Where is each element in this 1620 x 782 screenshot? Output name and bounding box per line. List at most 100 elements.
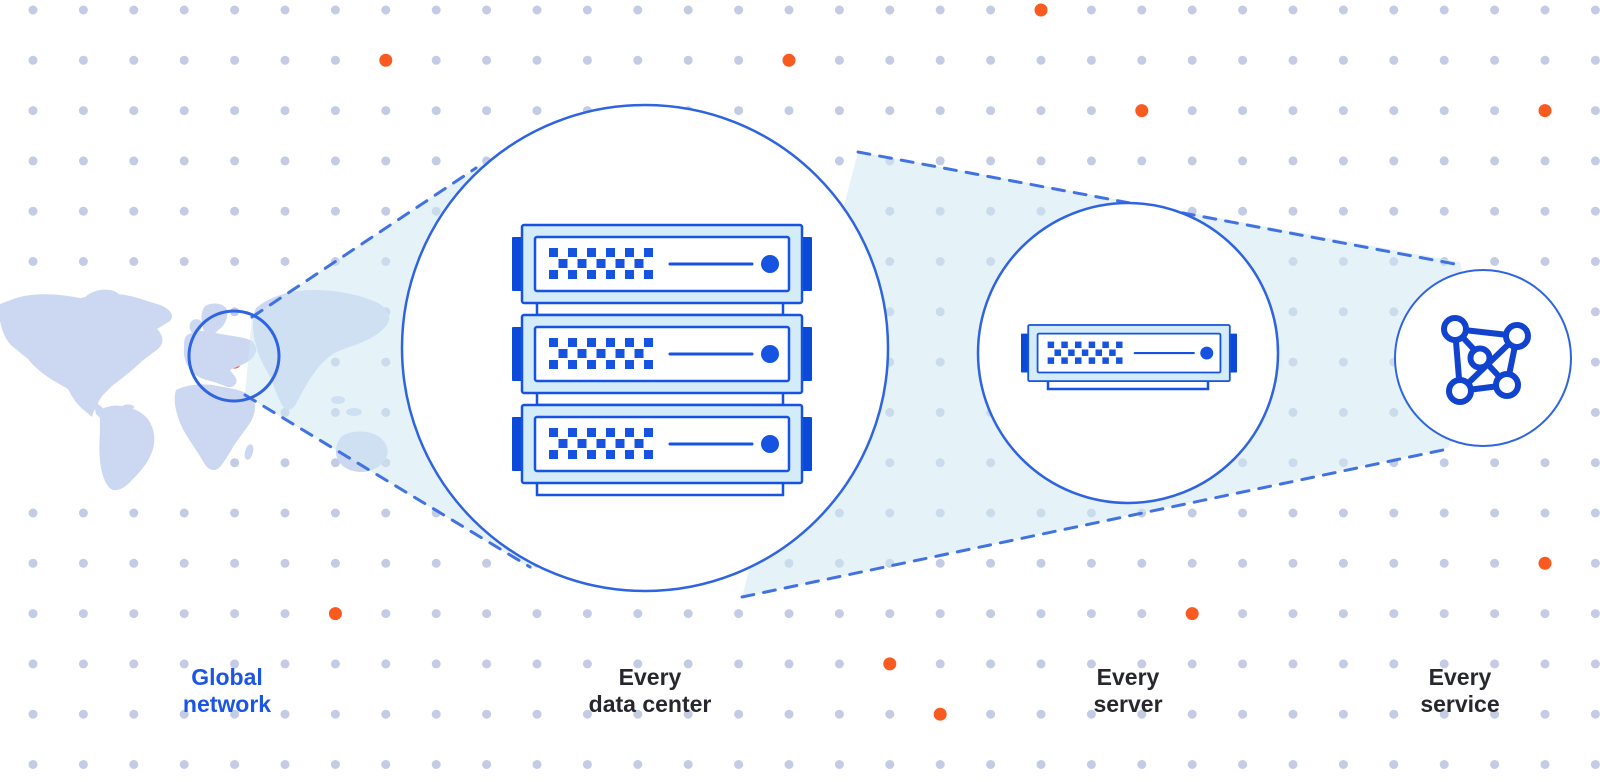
grid-dot (734, 106, 744, 116)
grid-dot (280, 709, 290, 719)
grid-dot (1540, 760, 1550, 769)
grid-dot (129, 760, 139, 769)
grid-dot (1288, 558, 1298, 568)
grid-dot (1490, 156, 1500, 166)
grid-dot (280, 206, 290, 216)
grid-dot (1389, 760, 1399, 769)
grid-dot (1137, 5, 1147, 15)
grid-dot (78, 508, 88, 518)
grid-dot (1439, 206, 1449, 216)
grid-dot (1590, 206, 1600, 216)
grid-dot (935, 558, 945, 568)
grid-dot (885, 609, 895, 619)
grid-dot (1187, 156, 1197, 166)
grid-dot (1439, 508, 1449, 518)
grid-dot (784, 5, 794, 15)
mesh-node-center (1467, 345, 1493, 371)
grid-dot (1238, 106, 1248, 116)
grid-dot (482, 558, 492, 568)
grid-dot (78, 609, 88, 619)
grid-dot (1338, 156, 1348, 166)
grid-dot (129, 106, 139, 116)
grid-dot (78, 55, 88, 65)
grid-dot (381, 659, 391, 669)
label-global-network: Global network (97, 664, 357, 718)
grid-dot (230, 156, 240, 166)
madagascar (244, 444, 254, 460)
grid-dot (1338, 659, 1348, 669)
grid-dot (1086, 5, 1096, 15)
grid-dot (179, 558, 189, 568)
grid-dot (28, 709, 38, 719)
server-icon (1019, 323, 1239, 391)
grid-dot (885, 709, 895, 719)
grid-dot (1439, 558, 1449, 568)
grid-dot (1590, 558, 1600, 568)
grid-dot (986, 760, 996, 769)
grid-dot (280, 106, 290, 116)
grid-dot (1490, 257, 1500, 266)
grid-dot (885, 55, 895, 65)
grid-dot (633, 760, 643, 769)
dashed-line-lower-left (243, 393, 532, 569)
grid-dot (834, 106, 844, 116)
grid-dot (1490, 558, 1500, 568)
orange-dot (328, 607, 342, 621)
grid-dot (28, 206, 38, 216)
grid-dot (633, 659, 643, 669)
grid-dot (179, 106, 189, 116)
greenland (81, 289, 121, 316)
orange-dot (1538, 556, 1552, 570)
label-every-data-center: Every data center (520, 664, 780, 718)
label-line: service (1420, 691, 1500, 717)
grid-dot (179, 156, 189, 166)
grid-dot (78, 760, 88, 769)
grid-dot (683, 709, 693, 719)
grid-dot (1187, 55, 1197, 65)
grid-dot (1238, 760, 1248, 769)
grid-dot (986, 558, 996, 568)
grid-dot (633, 5, 643, 15)
grid-dot (986, 709, 996, 719)
grid-dot (330, 709, 340, 719)
grid-dot (734, 609, 744, 619)
mesh-node (1493, 371, 1521, 399)
grid-dot (532, 659, 542, 669)
grid-dot (1540, 709, 1550, 719)
grid-dot (1590, 307, 1600, 317)
grid-dot (1490, 55, 1500, 65)
grid-dot (381, 156, 391, 166)
grid-dot (280, 508, 290, 518)
grid-dot (1187, 558, 1197, 568)
grid-dot (482, 55, 492, 65)
grid-dot (1238, 156, 1248, 166)
grid-dot (1590, 508, 1600, 518)
grid-dot (280, 609, 290, 619)
grid-dot (532, 609, 542, 619)
grid-dot (935, 5, 945, 15)
grid-dot (582, 5, 592, 15)
grid-dot (1490, 760, 1500, 769)
grid-dot (1288, 206, 1298, 216)
grid-dot (330, 55, 340, 65)
grid-dot (330, 206, 340, 216)
grid-dot (784, 659, 794, 669)
grid-dot (1590, 357, 1600, 367)
grid-dot (381, 508, 391, 518)
grid-dot (381, 609, 391, 619)
grid-dot (179, 508, 189, 518)
grid-dot (78, 156, 88, 166)
grid-dot (1540, 5, 1550, 15)
grid-dot (28, 156, 38, 166)
grid-dot (683, 55, 693, 65)
grid-dot (1490, 458, 1500, 468)
grid-dot (179, 257, 189, 266)
grid-dot (78, 558, 88, 568)
grid-dot (431, 558, 441, 568)
grid-dot (1288, 156, 1298, 166)
grid-dot (1389, 5, 1399, 15)
grid-dot (179, 5, 189, 15)
grid-dot (179, 709, 189, 719)
grid-dot (986, 156, 996, 166)
grid-dot (330, 508, 340, 518)
